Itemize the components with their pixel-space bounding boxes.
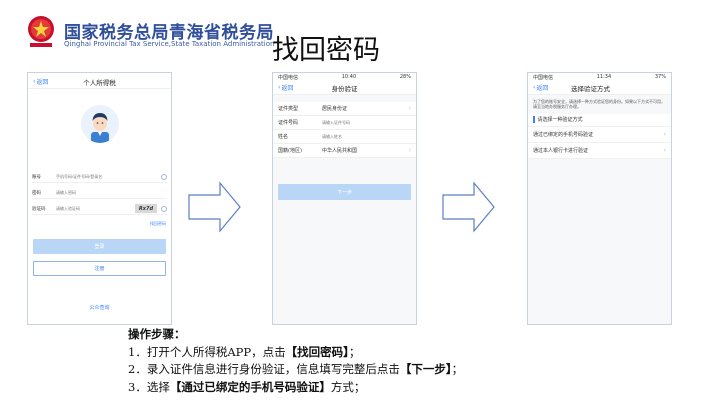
forgot-password-link[interactable]: 找回密码 — [150, 221, 166, 226]
chevron-right-icon: › — [408, 105, 411, 112]
option-bank-card-verify[interactable]: 通过本人银行卡进行验证 › — [528, 142, 671, 159]
id-number-row[interactable]: 证件号码 — [273, 116, 416, 130]
password-row: 密码 — [32, 187, 167, 199]
name-row[interactable]: 姓名 — [273, 130, 416, 144]
back-button[interactable]: ‹ 返回 — [533, 84, 549, 92]
refresh-icon[interactable] — [161, 205, 167, 212]
org-name-en: Qinghai Provincial Tax Service,State Tax… — [64, 40, 275, 48]
id-type-row[interactable]: 证件类型 居民身份证 › — [273, 102, 416, 116]
phone-screen-identity: 中国电信 10:40 28% ‹ 返回 身份验证 证件类型 居民身份证 › 证件… — [272, 72, 417, 325]
nationality-row[interactable]: 国籍(地区) 中华人民共和国 › — [273, 144, 416, 158]
arrow-right-icon — [442, 181, 495, 233]
org-name-cn: 国家税务总局青海省税务局 — [64, 23, 274, 43]
instructions: 操作步骤： 1．打开个人所得税APP，点击【找回密码】； 2．录入证件信息进行身… — [128, 326, 463, 396]
chevron-right-icon: › — [408, 147, 411, 154]
register-button[interactable]: 注册 — [33, 261, 166, 276]
identity-title: 身份验证 — [331, 84, 358, 93]
chevron-left-icon: ‹ — [278, 84, 281, 91]
avatar-icon — [81, 105, 119, 143]
chevron-right-icon: › — [663, 130, 666, 138]
captcha-row: 验证码 Rx7d — [32, 203, 167, 215]
phone-screen-login: ‹ 返回 个人所得税 账号 密码 验证码 Rx7d 找回密码 登录 注册 公众查… — [27, 72, 172, 325]
status-bar: 中国电信 10:40 28% — [273, 73, 416, 81]
section-accent — [533, 116, 535, 124]
identity-navbar: ‹ 返回 身份验证 — [273, 81, 416, 95]
option-phone-verify[interactable]: 通过已绑定的手机号码验证 › — [528, 126, 671, 143]
step-2: 2．录入证件信息进行身份验证，信息填写完整后点击【下一步】； — [128, 362, 464, 376]
back-button[interactable]: ‹ 返回 — [278, 84, 294, 92]
id-number-input[interactable] — [322, 120, 411, 125]
account-label: 账号 — [32, 174, 41, 180]
public-query-link[interactable]: 公众查询 — [89, 305, 110, 311]
tax-emblem-logo — [28, 16, 54, 47]
instructions-heading: 操作步骤： — [128, 327, 186, 341]
method-navbar: ‹ 返回 选择验证方式 — [528, 81, 671, 95]
step-3: 3．选择【通过已绑定的手机号码验证】方式； — [128, 379, 366, 394]
login-title: 个人所得税 — [83, 78, 116, 87]
name-input[interactable] — [322, 134, 411, 139]
status-bar: 中国电信 11:34 37% — [528, 73, 671, 81]
account-row: 账号 — [32, 171, 167, 183]
captcha-label: 验证码 — [32, 206, 46, 212]
section-header: 请选择一种验证方式 — [528, 113, 671, 127]
chevron-right-icon: › — [663, 146, 666, 154]
arrow-right-icon — [188, 181, 241, 233]
security-tip: 为了您的账号安全，请选择一种方式验证您的身份。如果以下方式不可用，请至当地办税服… — [528, 95, 671, 114]
help-icon[interactable] — [161, 173, 167, 180]
password-input[interactable] — [56, 190, 167, 195]
slide-title: 找回密码 — [272, 35, 380, 66]
chevron-left-icon: ‹ — [533, 84, 536, 91]
back-button[interactable]: ‹ 返回 — [33, 78, 49, 86]
step-1: 1．打开个人所得税APP，点击【找回密码】； — [128, 344, 361, 359]
method-title: 选择验证方式 — [571, 84, 610, 93]
phone-screen-method: 中国电信 11:34 37% ‹ 返回 选择验证方式 为了您的账号安全，请选择一… — [527, 72, 672, 325]
account-input[interactable] — [56, 174, 161, 179]
password-label: 密码 — [32, 190, 41, 196]
captcha-input[interactable] — [56, 206, 135, 211]
chevron-left-icon: ‹ — [33, 78, 36, 85]
captcha-image[interactable]: Rx7d — [135, 204, 157, 213]
login-button[interactable]: 登录 — [33, 239, 166, 254]
next-button[interactable]: 下一步 — [278, 184, 411, 200]
login-navbar: ‹ 返回 个人所得税 — [28, 75, 171, 89]
